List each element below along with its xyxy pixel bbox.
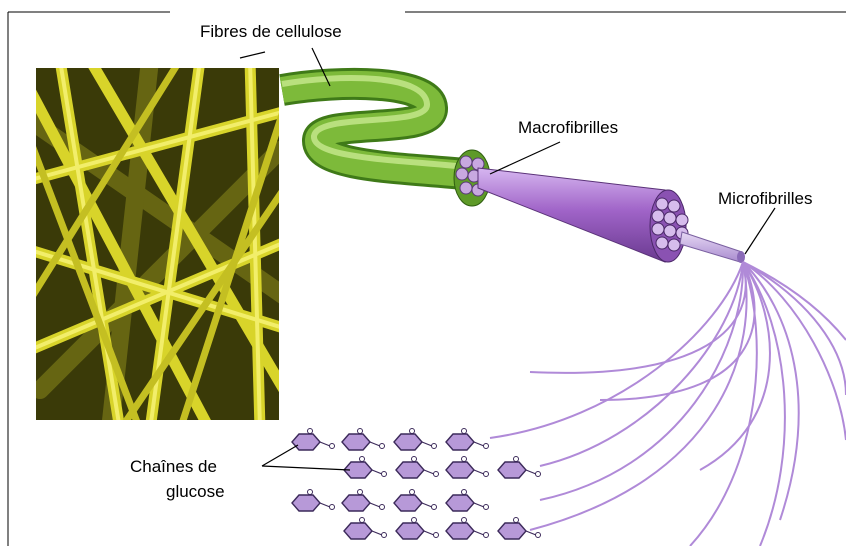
glycosidic-bond (424, 470, 434, 474)
glycosidic-bond (372, 470, 382, 474)
glycosidic-bond (526, 470, 536, 474)
glycosidic-bond (474, 531, 484, 535)
glycosidic-bond (474, 503, 484, 507)
oxygen-atom (412, 457, 417, 462)
glycosidic-bond (320, 442, 330, 446)
microfibril-rod (680, 232, 745, 263)
oxygen-atom (360, 518, 365, 523)
fibre-photo (30, 60, 290, 430)
label-chaines-de: Chaînes de (130, 457, 217, 476)
oxygen-atom (358, 490, 363, 495)
cellulose-fibre-tube (282, 78, 491, 206)
glucose-chain-strands (490, 262, 846, 546)
glucose-ring (446, 495, 474, 511)
glucose-ring (396, 462, 424, 478)
glucose-ring (498, 462, 526, 478)
glycosidic-bond (424, 531, 434, 535)
oxygen-atom (484, 505, 489, 510)
label-glucose: glucose (166, 482, 225, 501)
leader-lines (240, 48, 775, 470)
glycosidic-bond (526, 531, 536, 535)
oxygen-atom (462, 518, 467, 523)
glycosidic-bond (422, 503, 432, 507)
oxygen-atom (536, 472, 541, 477)
oxygen-atom (434, 472, 439, 477)
oxygen-atom (410, 490, 415, 495)
glucose-chains (292, 429, 541, 540)
oxygen-atom (432, 505, 437, 510)
glucose-ring (342, 495, 370, 511)
oxygen-atom (412, 518, 417, 523)
glycosidic-bond (370, 442, 380, 446)
oxygen-atom (330, 444, 335, 449)
oxygen-atom (484, 533, 489, 538)
oxygen-atom (462, 457, 467, 462)
glycosidic-bond (474, 470, 484, 474)
oxygen-atom (410, 429, 415, 434)
oxygen-atom (308, 429, 313, 434)
glycosidic-bond (474, 442, 484, 446)
oxygen-atom (484, 444, 489, 449)
glucose-ring (446, 462, 474, 478)
oxygen-atom (434, 533, 439, 538)
glucose-ring (394, 434, 422, 450)
glucose-ring (292, 495, 320, 511)
label-macrofibrilles: Macrofibrilles (518, 118, 618, 137)
oxygen-atom (380, 444, 385, 449)
glucose-ring (396, 523, 424, 539)
glucose-ring (446, 434, 474, 450)
oxygen-atom (382, 472, 387, 477)
glycosidic-bond (422, 442, 432, 446)
oxygen-atom (330, 505, 335, 510)
oxygen-atom (484, 472, 489, 477)
glycosidic-bond (370, 503, 380, 507)
label-fibres-de-cellulose: Fibres de cellulose (200, 22, 342, 41)
macrofibril-cone (478, 168, 688, 262)
oxygen-atom (382, 533, 387, 538)
glucose-ring (344, 523, 372, 539)
oxygen-atom (514, 518, 519, 523)
glucose-ring (342, 434, 370, 450)
glycosidic-bond (372, 531, 382, 535)
glucose-ring (446, 523, 474, 539)
oxygen-atom (380, 505, 385, 510)
oxygen-atom (360, 457, 365, 462)
oxygen-atom (308, 490, 313, 495)
oxygen-atom (514, 457, 519, 462)
glycosidic-bond (320, 503, 330, 507)
oxygen-atom (462, 429, 467, 434)
oxygen-atom (358, 429, 363, 434)
oxygen-atom (432, 444, 437, 449)
label-microfibrilles: Microfibrilles (718, 189, 812, 208)
glucose-ring (394, 495, 422, 511)
glucose-ring (292, 434, 320, 450)
oxygen-atom (462, 490, 467, 495)
glucose-ring (498, 523, 526, 539)
oxygen-atom (536, 533, 541, 538)
